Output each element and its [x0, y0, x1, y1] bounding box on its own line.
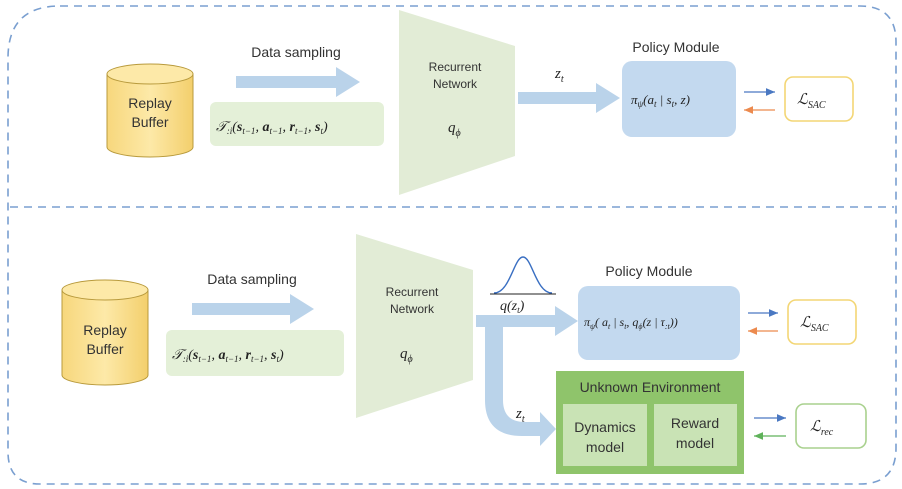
- network-label-line2: Network: [433, 77, 478, 91]
- policy-module-box-bottom: [578, 286, 740, 360]
- buffer-label-line2: Buffer: [86, 341, 123, 357]
- replay-buffer-bottom: Replay Buffer: [61, 279, 149, 386]
- buffer-label-line1: Replay: [128, 95, 172, 111]
- bottom-section: Replay Buffer Data sampling 𝒯:i(st−1, at…: [61, 234, 867, 474]
- policy-module-title: Policy Module: [632, 39, 719, 55]
- q-phi-label: qϕ: [448, 120, 461, 139]
- replay-buffer-top: Replay Buffer: [106, 63, 194, 158]
- trajectory-box: [210, 102, 384, 146]
- reward-model-box: [654, 404, 737, 466]
- buffer-label-line2: Buffer: [131, 114, 168, 130]
- loss-sac-label-top: ℒSAC: [797, 92, 826, 111]
- reward-label-line1: Reward: [671, 415, 719, 431]
- policy-formula-top: πψ(at | st, z): [631, 92, 690, 109]
- z-arrow-to-policy: [476, 306, 578, 446]
- sampling-arrow: [236, 67, 360, 97]
- q-z-label: q(zt): [500, 299, 525, 315]
- network-label-line2: Network: [390, 302, 435, 316]
- data-sampling-label: Data sampling: [251, 44, 341, 60]
- top-section: Replay Buffer Data sampling 𝒯:i(st−1, at…: [106, 10, 854, 195]
- recurrent-network-bottom: [356, 234, 473, 418]
- network-label-line1: Recurrent: [429, 60, 482, 74]
- trajectory-text: 𝒯:i(st−1, at−1, rt−1, st): [216, 120, 328, 136]
- policy-formula-bottom: πψ( at | st, qϕ(z | τ:t)): [584, 315, 678, 331]
- dashed-frame: [7, 5, 897, 485]
- network-label-line1: Recurrent: [386, 285, 439, 299]
- gaussian-icon: [493, 256, 553, 294]
- dynamics-model-box: [563, 404, 647, 466]
- buffer-label-line1: Replay: [83, 322, 127, 338]
- trajectory-box: [166, 330, 344, 376]
- sampling-arrow: [192, 294, 314, 324]
- loss-sac-box-bottom: [787, 299, 857, 345]
- reward-label-line2: model: [676, 435, 714, 451]
- policy-module-title: Policy Module: [605, 263, 692, 279]
- loss-sac-label-bottom: ℒSAC: [800, 315, 829, 334]
- dynamics-label-line2: model: [586, 439, 624, 455]
- recurrent-network-top: [399, 10, 515, 195]
- data-sampling-label: Data sampling: [207, 271, 297, 287]
- environment-title: Unknown Environment: [580, 379, 721, 395]
- policy-module-box-top: [622, 61, 736, 137]
- z-t-label: zt: [554, 66, 564, 85]
- z-t-label: zt: [515, 406, 525, 425]
- loss-rec-box: [795, 403, 867, 449]
- q-phi-label: qϕ: [400, 346, 413, 365]
- loss-sac-box-top: [784, 76, 854, 122]
- z-arrow-top: [518, 83, 620, 113]
- dynamics-label-line1: Dynamics: [574, 419, 635, 435]
- loss-rec-label: ℒrec: [810, 419, 834, 438]
